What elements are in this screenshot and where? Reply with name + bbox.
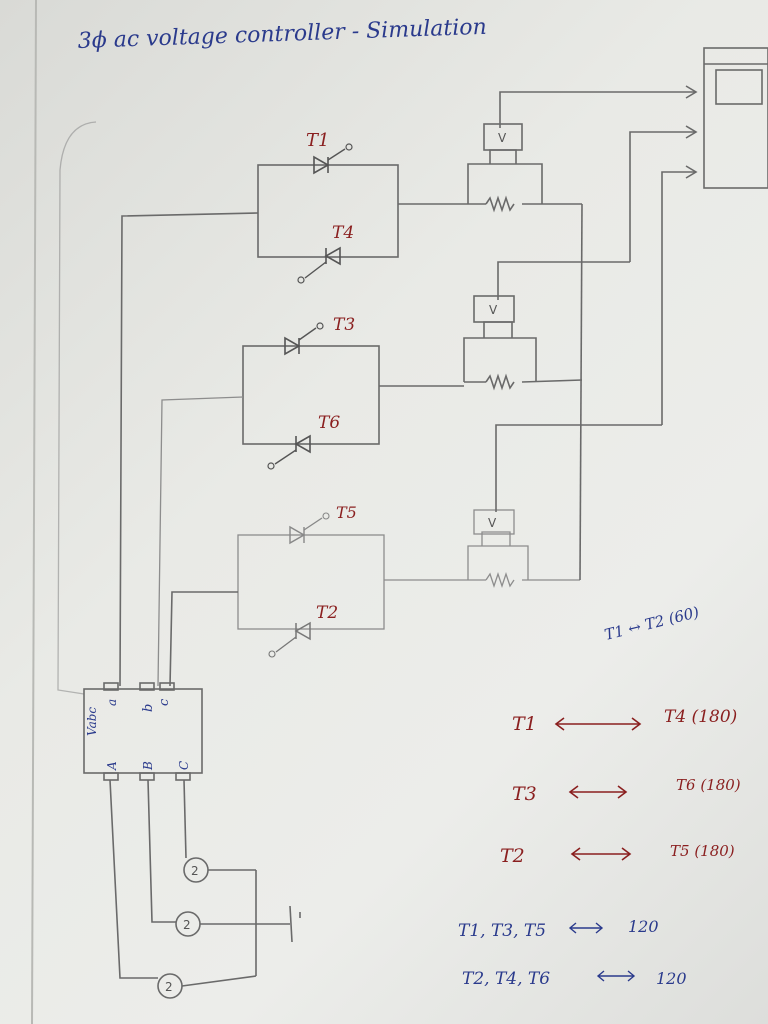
scope-icon [703,47,768,189]
pair-3-right: T5 (180) [670,842,735,860]
terminal-c-label: c [157,698,172,706]
thyristor-t4-label: T4 [332,223,354,243]
group-2-right: 120 [656,969,687,988]
thyristor-t6-label: T6 [318,413,340,433]
scope-input-wires [499,85,698,425]
group-row-2: T2, T4, T6 120 [462,969,687,989]
pair-1-left: T1 [512,713,537,735]
terminal-B-label: B [141,761,155,771]
thyristor-t5-label: T5 [336,503,357,522]
load-b [379,295,583,391]
group-row-1: T1, T3, T5 120 [458,917,659,941]
vabc-label: Vabc [85,707,99,736]
phase-b-thyristor-pair [242,322,380,470]
pair-row-3: T2 T5 (180) [500,842,735,867]
pair-3-left: T2 [500,845,525,867]
supply-wires [57,121,259,695]
load-a [398,123,582,213]
neutral-wire [579,203,583,581]
phase-c-thyristor-pair [237,512,385,658]
thyristor-t1-label: T1 [306,130,329,151]
phase-shift-note: T1 ↔ T2 (60) [603,603,701,644]
pair-row-1: T1 T4 (180) [512,707,737,735]
voltmeter-c-label: V [488,516,497,530]
vabc-measurement-block [83,682,203,781]
terminal-A-label: A [105,761,119,771]
group-1-left: T1, T3, T5 [458,921,546,941]
pair-2-left: T3 [512,783,537,805]
phase-a-thyristor-pair [257,143,399,284]
thyristor-t2-label: T2 [316,603,338,623]
terminal-b-label: b [141,704,156,712]
voltmeter-a-label: V [498,131,507,145]
terminal-C-label: C [177,761,191,770]
source-c-label: 2 [191,864,199,878]
pair-1-right: T4 (180) [664,707,737,727]
group-2-left: T2, T4, T6 [462,969,550,989]
pair-row-2: T3 T6 (180) [512,776,741,805]
margin-line [31,0,37,1024]
page-title: 3ϕ ac voltage controller - Simulation [77,15,487,54]
group-1-right: 120 [628,917,659,936]
voltmeter-tap-wires [495,261,662,512]
pair-2-right: T6 (180) [676,776,741,794]
ac-sources [109,779,301,999]
thyristor-t3-label: T3 [333,315,355,335]
voltmeter-b-label: V [489,303,498,317]
source-b-label: 2 [183,918,191,932]
source-a-label: 2 [165,980,173,994]
terminal-a-label: a [105,699,119,706]
load-c [384,509,580,589]
